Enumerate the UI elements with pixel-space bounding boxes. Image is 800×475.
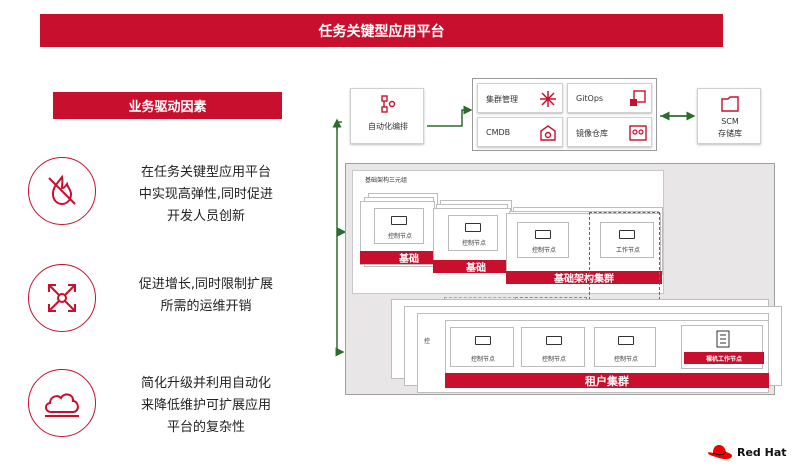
redhat-hat-icon	[708, 445, 732, 460]
infra-2-control-label: 控制节点	[461, 240, 486, 247]
driver-text-2: 促进增长,同时限制扩展 所需的运维开销	[113, 274, 299, 318]
driver-2-line-1: 促进增长,同时限制扩展	[138, 277, 274, 292]
infra-1-control-label: 控制节点	[387, 233, 412, 240]
tenant-control-label-3: 控制节点	[613, 356, 638, 363]
expand-arrows-icon	[28, 264, 96, 332]
cmdb-label: CMDB	[486, 128, 511, 137]
folder-icon	[721, 96, 739, 112]
infra-2-control-node: 控制节点	[448, 215, 498, 251]
cmdb-card: CMDB	[477, 117, 563, 147]
infra-cluster-2: 控制节点	[433, 208, 511, 268]
cmdb-icon	[540, 125, 556, 141]
drivers-header: 业务驱动因素	[53, 92, 282, 119]
driver-3-line-2: 来降低维护可扩展应用	[140, 398, 271, 413]
chip-icon	[391, 216, 407, 225]
driver-1-line-3: 开发人员创新	[166, 209, 245, 224]
tenant-control-node-3: 控制节点	[594, 327, 656, 367]
infra-3-worker-node: 工作节点	[600, 222, 654, 258]
partial-label: 控	[424, 338, 431, 345]
no-fire-icon	[28, 157, 96, 225]
tenant-control-node-1: 控制节点	[450, 327, 514, 367]
infra-cluster-1-title: 基础	[399, 254, 419, 265]
chip-icon	[618, 336, 634, 345]
registry-icon	[629, 125, 647, 141]
cloud-icon	[28, 369, 96, 437]
brand-name: Red Hat	[737, 445, 787, 459]
cluster-icon	[540, 91, 556, 107]
page-title: 任务关键型应用平台	[318, 23, 445, 40]
automation-label: 自动化编排	[368, 122, 408, 131]
scm-label-2: 存储库	[718, 129, 742, 138]
infra-3-worker-label: 工作节点	[615, 247, 640, 254]
chip-icon	[475, 336, 491, 345]
chip-icon	[546, 336, 562, 345]
scm-card: SCM 存储库	[697, 88, 761, 144]
infra-3-control-label: 控制节点	[531, 247, 556, 254]
page-title-banner: 任务关键型应用平台	[40, 14, 723, 47]
tenant-control-node-2: 控制节点	[521, 327, 585, 367]
bare-metal-bar: 裸机工作节点	[684, 352, 764, 364]
driver-3-line-3: 平台的复杂性	[166, 420, 245, 435]
gitops-label: GitOps	[576, 94, 604, 103]
tenant-control-label-2: 控制节点	[541, 356, 566, 363]
tenant-cluster-bar: 租户集群	[445, 373, 769, 388]
tenant-cluster-title: 租户集群	[585, 374, 629, 388]
driver-text-3: 简化升级并利用自动化 来降低维护可扩展应用 平台的复杂性	[113, 373, 299, 439]
driver-2-line-2: 所需的运维开销	[160, 299, 252, 314]
infra-cluster-2-title: 基础	[466, 263, 486, 274]
bare-metal-label: 裸机工作节点	[705, 355, 742, 363]
chip-icon	[619, 230, 635, 239]
driver-text-1: 在任务关键型应用平台 中实现高弹性,同时促进 开发人员创新	[113, 162, 299, 228]
infra-cluster-2-bar: 基础	[433, 260, 519, 274]
automation-icon	[381, 95, 396, 113]
infra-cluster-3-title: 基础架构集群	[554, 274, 614, 285]
scm-label-1: SCM	[721, 117, 739, 126]
cluster-mgmt-label: 集群管理	[486, 95, 518, 104]
chip-icon	[465, 223, 481, 232]
automation-card: 自动化编排	[350, 88, 424, 144]
infra-cluster-3-bar: 基础架构集群	[506, 271, 662, 285]
driver-1-line-1: 在任务关键型应用平台	[140, 165, 271, 180]
infra-trio-label: 基础架构三元组	[365, 177, 408, 184]
gitops-icon	[630, 90, 646, 106]
gitops-card: GitOps	[567, 83, 652, 113]
tenant-cluster: 控制节点 控制节点 控制节点 裸机工作节点	[445, 320, 769, 376]
chip-icon	[535, 230, 551, 239]
drivers-header-label: 业务驱动因素	[128, 100, 207, 115]
infra-1-control-node: 控制节点	[374, 208, 424, 244]
driver-3-line-1: 简化升级并利用自动化	[140, 376, 271, 391]
redhat-logo: Red Hat	[707, 440, 787, 464]
tenant-control-label-1: 控制节点	[470, 356, 495, 363]
registry-label: 镜像仓库	[576, 129, 608, 138]
registry-card: 镜像仓库	[567, 117, 652, 147]
infra-cluster-3: 控制节点 工作节点	[506, 213, 661, 273]
driver-1-line-2: 中实现高弹性,同时促进	[138, 187, 274, 202]
cluster-mgmt-card: 集群管理	[477, 83, 563, 113]
infra-3-control-node: 控制节点	[517, 222, 569, 258]
server-icon	[716, 330, 730, 348]
